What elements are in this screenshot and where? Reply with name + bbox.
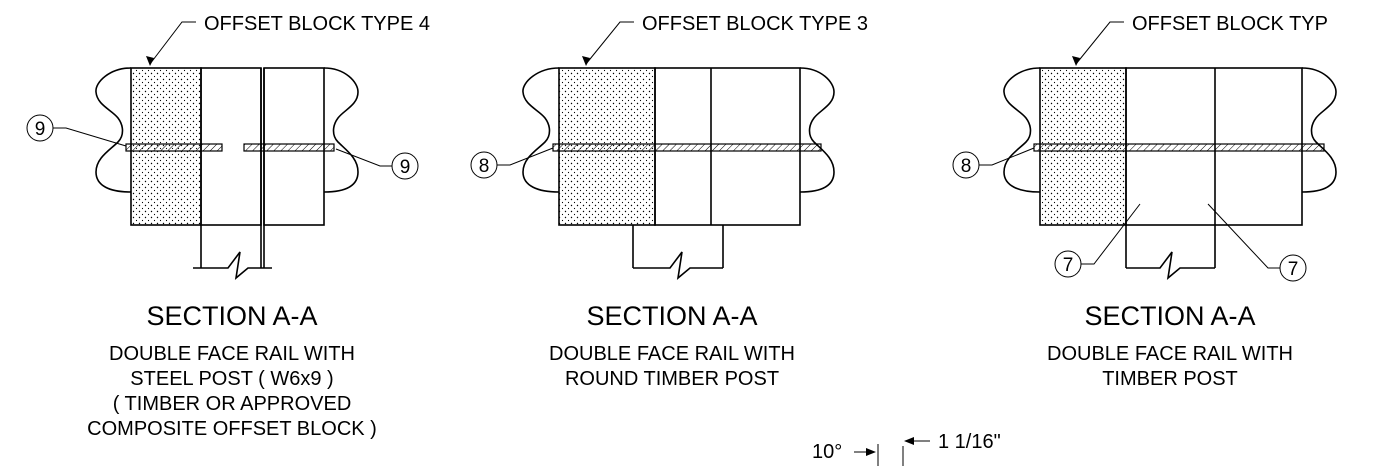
section-round-timber-post: OFFSET BLOCK TYPE 3 8 SECTION A-A DOUBLE… (470, 13, 868, 390)
w-beam-rail-right (799, 67, 835, 193)
w-beam-rail-left (95, 67, 132, 193)
w-beam-rail-left (522, 67, 560, 193)
break-line (633, 251, 723, 280)
section-timber-post: OFFSET BLOCK TYP 8 7 7 SECTION A-A DOUBL… (952, 13, 1337, 390)
marker-number: 7 (1288, 259, 1299, 280)
callout-label: OFFSET BLOCK TYP (1132, 13, 1328, 35)
detail-dimension-label: 1 1/16" (938, 431, 1001, 453)
marker-number: 8 (961, 156, 972, 177)
marker-number: 8 (479, 156, 490, 177)
section-subtitle: ROUND TIMBER POST (565, 368, 779, 390)
section-subtitle: DOUBLE FACE RAIL WITH (109, 343, 355, 365)
callout-label: OFFSET BLOCK TYPE 3 (642, 13, 868, 35)
break-line (1126, 251, 1215, 280)
section-subtitle: TIMBER POST (1102, 368, 1238, 390)
marker-number: 7 (1063, 255, 1074, 276)
marker-number: 9 (35, 119, 46, 140)
w-beam-rail-right (1301, 67, 1337, 193)
detail-angle-label: 10° (812, 441, 842, 463)
section-subtitle: STEEL POST ( W6x9 ) (130, 368, 333, 390)
section-title: SECTION A-A (586, 301, 757, 331)
section-subtitle: COMPOSITE OFFSET BLOCK ) (87, 418, 377, 440)
section-title: SECTION A-A (146, 301, 317, 331)
section-steel-post: OFFSET BLOCK TYPE 4 9 9 SECTION A-A DOUB… (26, 13, 430, 440)
w-beam-rail-left (1003, 67, 1041, 193)
section-subtitle: ( TIMBER OR APPROVED (113, 393, 352, 415)
section-subtitle: DOUBLE FACE RAIL WITH (1047, 343, 1293, 365)
bolt (243, 143, 335, 152)
bolt-detail: 10° 1 1/16" (812, 431, 1001, 466)
section-title: SECTION A-A (1084, 301, 1255, 331)
marker-number: 9 (400, 157, 411, 178)
bolt (125, 143, 223, 152)
break-line (193, 251, 272, 280)
callout-label: OFFSET BLOCK TYPE 4 (204, 13, 430, 35)
bolt (1033, 143, 1325, 152)
bolt (552, 143, 822, 152)
section-subtitle: DOUBLE FACE RAIL WITH (549, 343, 795, 365)
w-beam-rail-right (323, 67, 359, 193)
